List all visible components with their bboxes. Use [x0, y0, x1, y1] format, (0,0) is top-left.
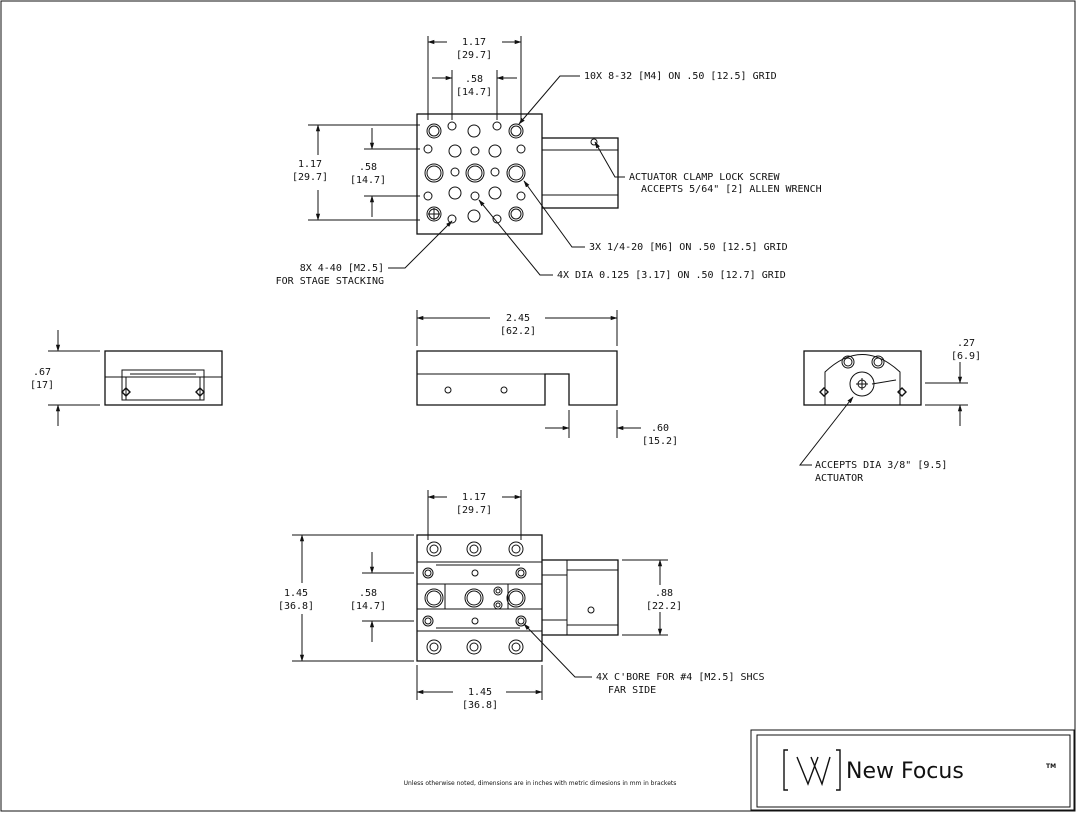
brand-name: New Focus [846, 759, 964, 784]
front-travel-mm: [15.2] [642, 436, 678, 447]
front-travel-in: .60 [651, 423, 669, 434]
right-view: .27 [6.9] ACCEPTS DIA 3/8" [9.5] ACTUATO… [798, 338, 981, 484]
bottom-base-in: 1.45 [468, 687, 492, 698]
bottom-width-mm: [29.7] [456, 505, 492, 516]
bottom-spacing-mm: [14.7] [350, 601, 386, 612]
right-callout-2: ACTUATOR [815, 473, 864, 484]
front-length-mm: [62.2] [500, 326, 536, 337]
right-offset-in: .27 [957, 338, 975, 349]
top-vspacing-in: .58 [359, 162, 377, 173]
bottom-actuator-in: .88 [655, 588, 673, 599]
left-body [104, 350, 223, 406]
front-view: 2.45 [62.2] .60 [15.2] [416, 310, 678, 447]
left-view: .67 [17] [30, 330, 223, 426]
footer-note: Unless otherwise noted, dimensions are i… [404, 780, 677, 787]
bottom-base-mm: [36.8] [462, 700, 498, 711]
front-body [416, 350, 618, 406]
top-height-in: 1.17 [298, 159, 322, 170]
callout-quarter: 3X 1/4-20 [M6] ON .50 [12.5] GRID [589, 242, 788, 253]
top-height-mm: [29.7] [292, 172, 328, 183]
bottom-height-in: 1.45 [284, 588, 308, 599]
callout-tapped: 10X 8-32 [M4] ON .50 [12.5] GRID [584, 71, 777, 82]
title-block: New Focus TM [750, 729, 1075, 811]
top-spacing-mm: [14.7] [456, 87, 492, 98]
left-height-in: .67 [33, 367, 51, 378]
callout-dia: 4X DIA 0.125 [3.17] ON .50 [12.7] GRID [557, 270, 786, 281]
right-callout-1: ACCEPTS DIA 3/8" [9.5] [815, 460, 947, 471]
top-holes [423, 121, 526, 224]
right-offset-mm: [6.9] [951, 351, 981, 362]
new-focus-logo [783, 749, 841, 791]
bottom-actuator-mm: [22.2] [646, 601, 682, 612]
bottom-callout-1: 4X C'BORE FOR #4 [M2.5] SHCS [596, 672, 765, 683]
callout-stack-2: FOR STAGE STACKING [276, 276, 384, 287]
bottom-height-mm: [36.8] [278, 601, 314, 612]
bottom-callout-2: FAR SIDE [608, 685, 656, 696]
top-spacing-in: .58 [465, 74, 483, 85]
top-vspacing-mm: [14.7] [350, 175, 386, 186]
bottom-holes [422, 541, 527, 655]
bottom-actuator [539, 559, 619, 636]
left-height-mm: [17] [30, 380, 54, 391]
top-width-mm: [29.7] [456, 50, 492, 61]
callout-clamp-2: ACCEPTS 5/64" [2] ALLEN WRENCH [641, 184, 822, 195]
top-view: 1.17 [29.7] .58 [14.7] 1.17 [29.7] .58 [… [276, 36, 822, 287]
bottom-view: 1.17 [29.7] 1.45 [36.8] .58 [14.7] .88 [… [278, 490, 765, 711]
bottom-spacing-in: .58 [359, 588, 377, 599]
bottom-width-in: 1.17 [462, 492, 486, 503]
bottom-base [416, 534, 543, 662]
front-length-in: 2.45 [506, 313, 530, 324]
top-width-in: 1.17 [462, 37, 486, 48]
callout-clamp-1: ACTUATOR CLAMP LOCK SCREW [629, 172, 780, 183]
callout-stack-1: 8X 4-40 [M2.5] [300, 263, 384, 274]
trademark: TM [1046, 763, 1056, 770]
actuator-housing [539, 137, 619, 209]
